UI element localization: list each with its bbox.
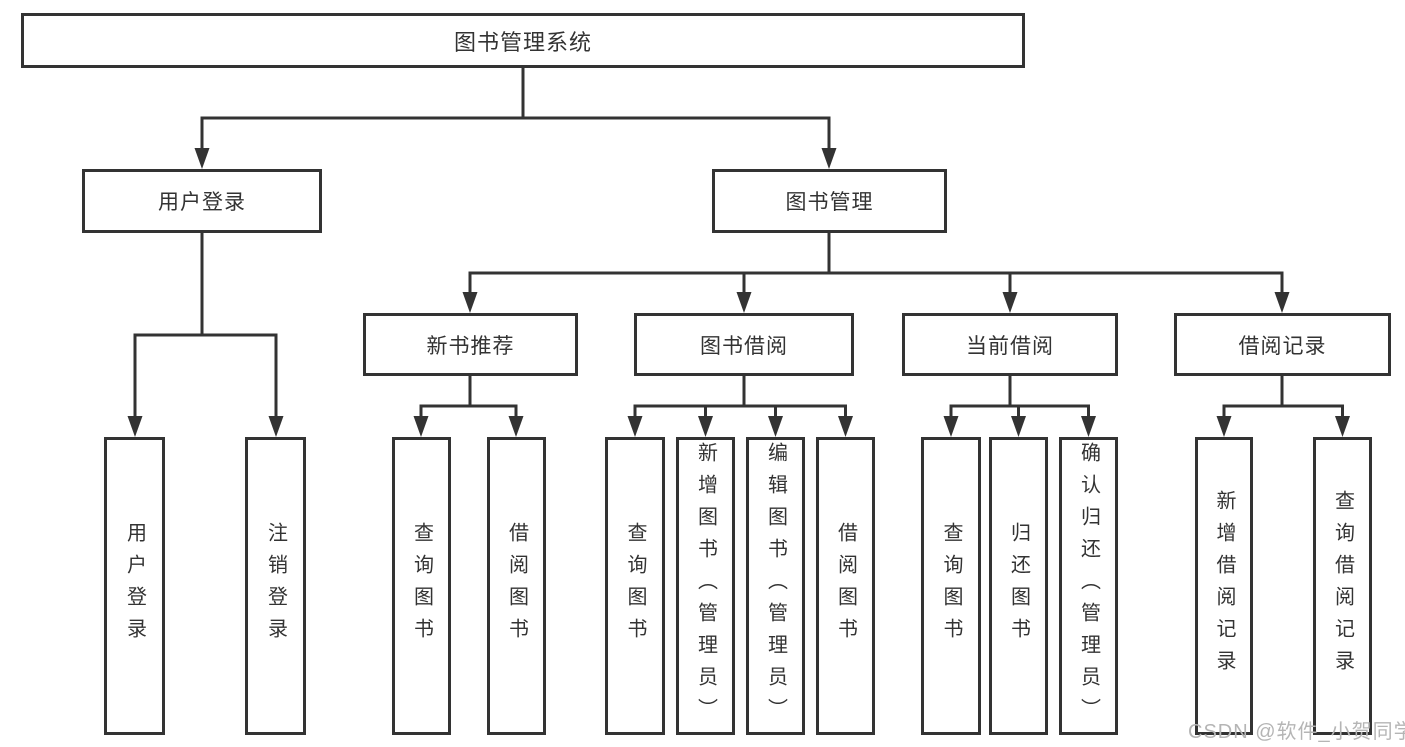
node-book-borrowing: 图书借阅 — [634, 313, 854, 376]
arrowhead-icon-0 — [194, 148, 210, 169]
arrowhead-icon-7 — [268, 416, 284, 437]
leaf-query-books-2: 查询图书 — [605, 437, 665, 735]
arrowhead-icon-14 — [943, 416, 959, 437]
arrowhead-icon-5 — [1274, 292, 1290, 313]
arrowhead-icon-15 — [1011, 416, 1026, 437]
leaf-query-borrow-record: 查询借阅记录 — [1313, 437, 1372, 735]
leaf-borrow-books-2: 借阅图书 — [816, 437, 875, 735]
arrowhead-icon-4 — [1002, 292, 1018, 313]
arrowhead-icon-10 — [627, 416, 643, 437]
leaf-borrow-books-1: 借阅图书 — [487, 437, 546, 735]
arrowhead-icon-2 — [462, 292, 478, 313]
leaf-logout: 注销登录 — [245, 437, 306, 735]
arrowhead-icon-3 — [736, 292, 752, 313]
leaf-return-books: 归还图书 — [989, 437, 1048, 735]
node-current-borrowing: 当前借阅 — [902, 313, 1118, 376]
node-new-book-recommendation: 新书推荐 — [363, 313, 578, 376]
arrowhead-icon-12 — [768, 416, 783, 437]
arrowhead-icon-11 — [698, 416, 713, 437]
arrowhead-icon-16 — [1081, 416, 1096, 437]
leaf-query-books-3: 查询图书 — [921, 437, 981, 735]
arrowhead-icon-17 — [1216, 416, 1232, 437]
leaf-user-login: 用户登录 — [104, 437, 165, 735]
node-borrowing-records: 借阅记录 — [1174, 313, 1391, 376]
node-user-login: 用户登录 — [82, 169, 322, 233]
leaf-edit-books-admin: 编辑图书（管理员） — [746, 437, 805, 735]
leaf-query-books-1: 查询图书 — [392, 437, 451, 735]
arrowhead-icon-13 — [838, 416, 853, 437]
node-library-management-system: 图书管理系统 — [21, 13, 1025, 68]
arrowhead-icon-8 — [413, 416, 429, 437]
arrowhead-icon-18 — [1335, 416, 1350, 437]
node-book-management: 图书管理 — [712, 169, 947, 233]
leaf-add-books-admin: 新增图书（管理员） — [676, 437, 735, 735]
arrowhead-icon-6 — [127, 416, 143, 437]
csdn-watermark: CSDN @软件_小贺同学 — [1188, 721, 1405, 743]
leaf-add-borrow-record: 新增借阅记录 — [1195, 437, 1253, 735]
arrowhead-icon-1 — [821, 148, 837, 169]
arrowhead-icon-9 — [508, 416, 524, 437]
leaf-confirm-return-admin: 确认归还（管理员） — [1059, 437, 1118, 735]
